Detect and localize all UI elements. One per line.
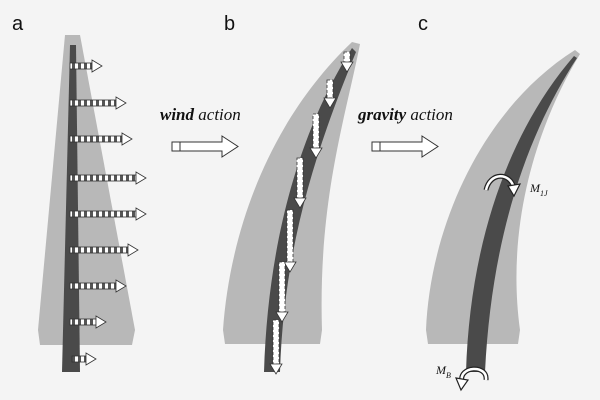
wind-action-word: action xyxy=(194,105,241,124)
wind-arrow-5 xyxy=(69,207,147,221)
moment-m1j-main: M xyxy=(529,181,541,195)
moment-mb-sub: B xyxy=(446,371,451,380)
wind-arrow-4 xyxy=(69,171,147,185)
wind-transition-arrow xyxy=(171,135,239,158)
gravity-arrow-3 xyxy=(309,113,323,159)
gravity-arrow-2 xyxy=(323,79,337,109)
crown-a xyxy=(38,35,135,345)
wind-arrow-6 xyxy=(69,243,139,257)
panel-label-a: a xyxy=(12,13,24,35)
stem-c xyxy=(466,56,577,372)
moment-mb-label: MB xyxy=(435,363,451,380)
moment-m1j-sub: 1J xyxy=(540,189,548,198)
gravity-arrow-1 xyxy=(340,51,354,73)
wind-arrow-2 xyxy=(69,96,127,110)
wind-arrow-1 xyxy=(69,59,103,73)
panel-label-c: c xyxy=(418,13,428,35)
gravity-arrow-6 xyxy=(275,261,289,323)
wind-arrow-9 xyxy=(71,352,97,366)
gravity-transition-arrow xyxy=(371,135,439,158)
gravity-action-word: action xyxy=(406,105,453,124)
tree-c xyxy=(426,50,580,372)
moment-m1j-arrow xyxy=(483,173,522,198)
moment-mb-arrow xyxy=(455,366,489,392)
gravity-action-label: gravity action xyxy=(357,105,453,124)
gravity-word: gravity xyxy=(357,105,407,124)
wind-action-label: wind action xyxy=(160,105,241,124)
gravity-arrows-b xyxy=(269,51,354,375)
panel-label-b: b xyxy=(224,13,235,35)
moment-mb-main: M xyxy=(435,363,447,377)
tree-a xyxy=(38,35,135,372)
tree-b xyxy=(223,42,360,372)
gravity-arrow-4 xyxy=(293,157,307,209)
moment-m1j-label: M1J xyxy=(529,181,548,198)
gravity-arrow-7 xyxy=(269,319,283,375)
wind-arrow-8 xyxy=(69,315,107,329)
wind-arrows-a xyxy=(69,59,147,366)
gravity-arrow-5 xyxy=(283,209,297,273)
wind-word: wind xyxy=(160,105,195,124)
wind-arrow-3 xyxy=(69,132,133,146)
stem-a xyxy=(62,45,80,372)
wind-arrow-7 xyxy=(69,279,127,293)
